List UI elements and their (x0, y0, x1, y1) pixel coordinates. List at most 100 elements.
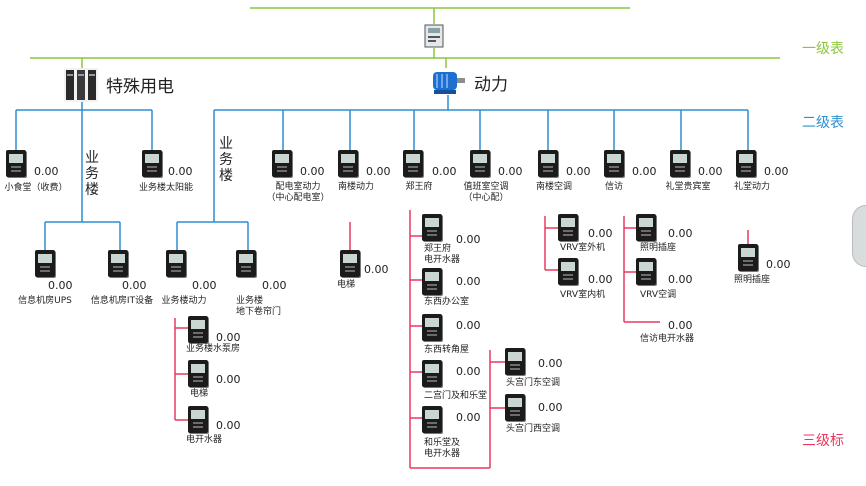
meter-bb-garage[interactable] (236, 250, 256, 277)
meter-head-gate-west-label: 头宫门西空调 (506, 424, 561, 434)
meter-dist-room-label: 配电室动力 （中心配电室） (266, 182, 330, 203)
meter-head-gate-east[interactable] (505, 348, 525, 375)
meter-hlt-heater-value: 0.00 (456, 411, 481, 424)
meter-bb-heater-label: 电开水器 (186, 435, 223, 445)
meter-elevator[interactable] (340, 250, 360, 277)
meter-canteen-label: 小食堂（收费） (4, 183, 68, 193)
meter-east-west-corner-label: 东西转角屋 (424, 345, 470, 355)
meter-guo-wang-fu-label: 郑王府 (405, 182, 433, 192)
server-rack-icon (64, 68, 98, 102)
meter-bb-garage-label: 业务楼 地下卷帘门 (236, 296, 282, 317)
meter-elevator-label: 电梯 (336, 280, 356, 290)
meter-bb-garage-value: 0.00 (262, 279, 287, 292)
meter-head-gate-east-label: 头宫门东空调 (506, 378, 561, 388)
meter-vrv-out-label: VRV室外机 (560, 243, 606, 253)
group-power-label: 动力 (474, 75, 508, 95)
group-special-power-label: 特殊用电 (106, 77, 174, 97)
meter-info-ups-value: 0.00 (48, 279, 73, 292)
business-building-label-b: 业务楼 (218, 136, 234, 184)
meter-hall-power[interactable] (736, 150, 756, 177)
meter-lighting-b-value: 0.00 (766, 258, 791, 271)
meter-info-ups[interactable] (35, 250, 55, 277)
tier-two-label: 二级表 (802, 115, 844, 131)
meter-south-power[interactable] (338, 150, 358, 177)
meter-vrv-ac-value: 0.00 (668, 273, 693, 286)
meter-east-west-corner-value: 0.00 (456, 319, 481, 332)
meter-petition-value: 0.00 (632, 165, 657, 178)
meter-value-room-ac-value: 0.00 (498, 165, 523, 178)
meter-bb-power-value: 0.00 (192, 279, 217, 292)
meter-vrv-ac-label: VRV空调 (640, 290, 677, 300)
meter-head-gate-west[interactable] (505, 394, 525, 421)
meter-bb-power[interactable] (166, 250, 186, 277)
meter-gwf-heater-label: 郑王府 电开水器 (424, 244, 461, 265)
tier-two-wires (15, 95, 749, 250)
meter-bb-elevator-value: 0.00 (216, 373, 241, 386)
meter-vrv-ac[interactable] (636, 258, 656, 285)
meter-canteen-value: 0.00 (34, 165, 59, 178)
meter-vrv-out-value: 0.00 (588, 227, 613, 240)
meter-gwf-heater[interactable] (422, 214, 442, 241)
meter-lighting-b[interactable] (738, 244, 758, 271)
meter-bb-pump[interactable] (188, 316, 208, 343)
tier-three-wires (174, 210, 749, 469)
meter-bb-elevator[interactable] (188, 360, 208, 387)
meter-bb-solar[interactable] (142, 150, 162, 177)
meter-south-ac-value: 0.00 (566, 165, 591, 178)
meter-lighting-b-label: 照明插座 (734, 275, 771, 285)
main-meter-icon (424, 24, 444, 48)
business-building-label-a: 业务楼 (84, 150, 100, 198)
meter-info-ups-label: 信息机房UPS (18, 296, 72, 306)
meter-lighting-a[interactable] (636, 214, 656, 241)
meter-gwf-heater-value: 0.00 (456, 233, 481, 246)
meter-head-gate-west-value: 0.00 (538, 401, 563, 414)
meter-hall-power-label: 礼堂动力 (733, 182, 771, 192)
meter-dist-room[interactable] (272, 150, 292, 177)
meter-info-it-value: 0.00 (122, 279, 147, 292)
meter-east-west-corner[interactable] (422, 314, 442, 341)
meter-east-west-office-value: 0.00 (456, 275, 481, 288)
meter-value-room-ac[interactable] (470, 150, 490, 177)
meter-petition-label: 信访 (604, 182, 624, 192)
meter-second-gate-value: 0.00 (456, 365, 481, 378)
meter-hall-guest[interactable] (670, 150, 690, 177)
meter-bb-heater[interactable] (188, 406, 208, 433)
meter-bb-solar-label: 业务楼太阳能 (138, 183, 194, 193)
meter-bb-solar-value: 0.00 (168, 165, 193, 178)
meter-value-room-ac-label: 值班室空调 （中心配） (463, 182, 509, 203)
business-building-label-a-text: 业务楼 (85, 150, 99, 198)
meter-vrv-in[interactable] (558, 258, 578, 285)
meter-vrv-out[interactable] (558, 214, 578, 241)
meter-lighting-a-label: 照明插座 (640, 243, 677, 253)
scrollbar-grip[interactable] (852, 205, 866, 267)
meter-bb-power-label: 业务楼动力 (161, 296, 207, 306)
meter-south-power-label: 南楼动力 (337, 182, 375, 192)
meter-hlt-heater-label: 和乐堂及 电开水器 (424, 438, 461, 459)
meter-dist-room-value: 0.00 (300, 165, 325, 178)
meter-hlt-heater[interactable] (422, 406, 442, 433)
meter-guo-wang-fu-value: 0.00 (432, 165, 457, 178)
meter-bb-pump-label: 业务楼水泵房 (186, 344, 241, 354)
meter-second-gate[interactable] (422, 360, 442, 387)
meter-petition[interactable] (604, 150, 624, 177)
meter-bb-pump-value: 0.00 (216, 331, 241, 344)
meter-hall-guest-label: 礼堂贵宾室 (665, 182, 711, 192)
meter-petition-heater-label: 信访电开水器 (640, 334, 695, 344)
meter-hall-power-value: 0.00 (764, 165, 789, 178)
meter-guo-wang-fu[interactable] (403, 150, 423, 177)
business-building-label-b-text: 业务楼 (219, 136, 233, 184)
meter-vrv-in-value: 0.00 (588, 273, 613, 286)
meter-vrv-in-label: VRV室内机 (560, 290, 606, 300)
meter-canteen[interactable] (6, 150, 26, 177)
tier-three-label: 三级标 (802, 433, 844, 449)
motor-icon (433, 72, 465, 94)
meter-bb-heater-value: 0.00 (216, 419, 241, 432)
meter-elevator-value: 0.00 (364, 263, 389, 276)
meter-south-ac[interactable] (538, 150, 558, 177)
meter-info-it[interactable] (108, 250, 128, 277)
meter-second-gate-label: 二宫门及和乐堂 (424, 391, 488, 401)
meter-east-west-office[interactable] (422, 268, 442, 295)
meter-petition-heater-value: 0.00 (668, 319, 693, 332)
